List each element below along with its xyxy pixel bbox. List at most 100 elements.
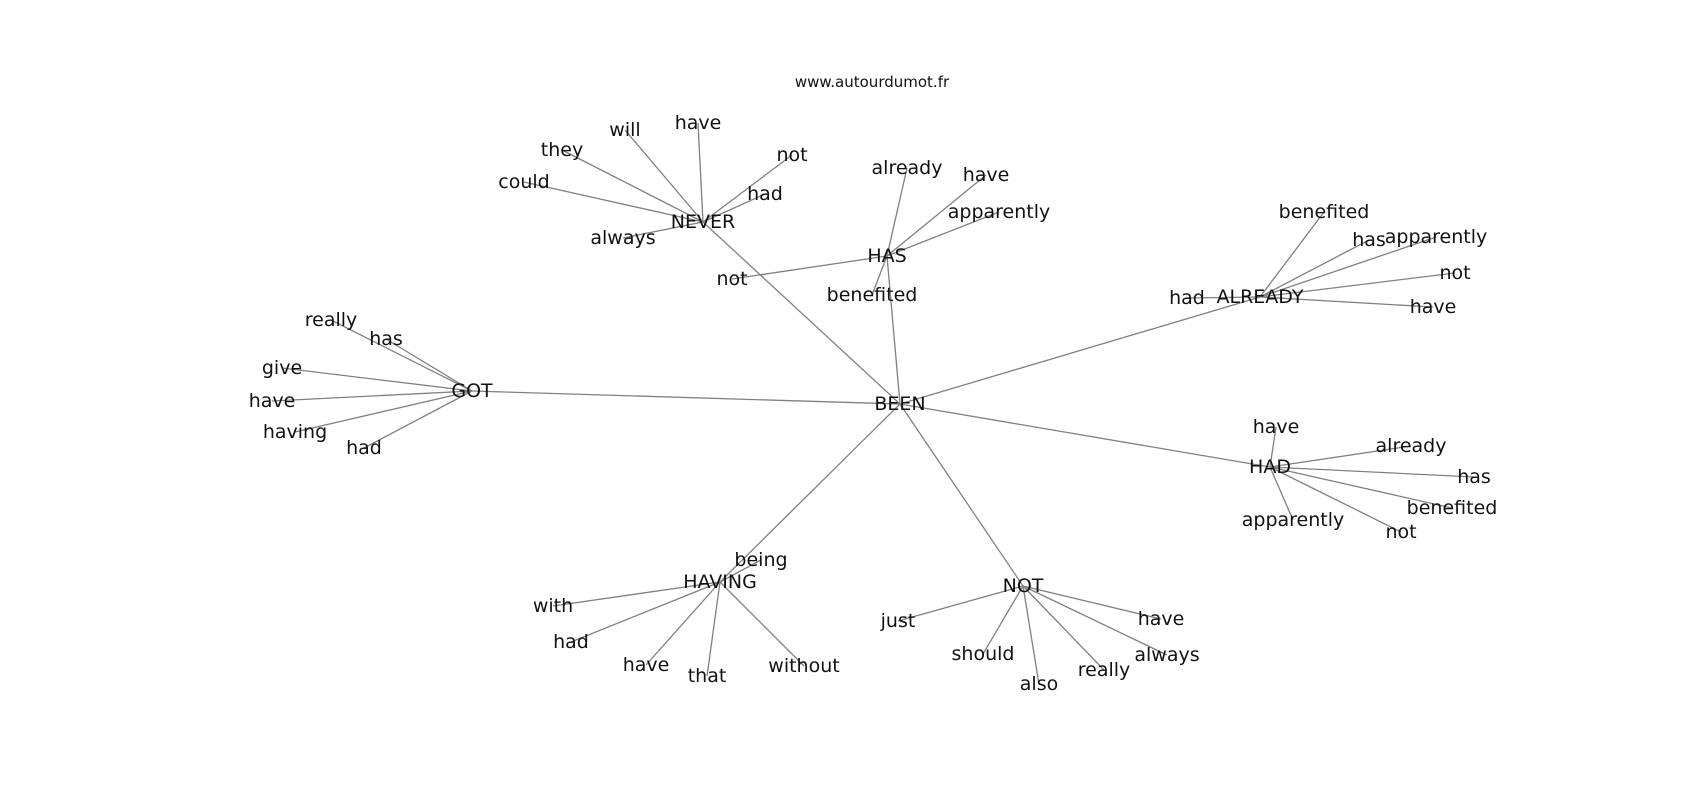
node-already-has[interactable]: has: [1352, 229, 1386, 251]
node-had-not[interactable]: not: [1385, 521, 1416, 543]
node-had-already[interactable]: already: [1376, 435, 1447, 457]
node-not-should[interactable]: should: [952, 643, 1015, 665]
node-having-being[interactable]: being: [734, 549, 787, 571]
node-having-had[interactable]: had: [553, 631, 589, 653]
edge-having-that: [706, 581, 721, 677]
node-has-benefited[interactable]: benefited: [827, 284, 918, 306]
edge-not-always: [1022, 585, 1168, 656]
edge-never-could: [523, 181, 704, 223]
edge-never-have: [697, 122, 704, 223]
edge-not-have: [1022, 585, 1162, 620]
node-got-has[interactable]: has: [369, 328, 403, 350]
node-never-they[interactable]: they: [541, 139, 583, 161]
node-has-have[interactable]: have: [963, 164, 1010, 186]
node-hub-got[interactable]: GOT: [451, 380, 493, 402]
edge-has-apparently: [886, 211, 1000, 257]
edge-been-already: [899, 296, 1261, 405]
node-got-really[interactable]: really: [305, 309, 358, 331]
edge-got-having: [294, 390, 473, 433]
edge-had-has: [1269, 466, 1475, 478]
edge-had-not: [1269, 466, 1402, 533]
node-already-benefited[interactable]: benefited: [1279, 201, 1370, 223]
edge-has-benefited: [871, 255, 888, 296]
edge-got-had: [363, 390, 473, 449]
node-hub-has[interactable]: HAS: [867, 245, 906, 267]
edge-already-had: [1186, 296, 1261, 299]
edge-already-has: [1259, 239, 1370, 298]
node-never-could[interactable]: could: [498, 171, 549, 193]
node-already-apparently[interactable]: apparently: [1385, 226, 1488, 248]
edge-been-had: [899, 403, 1271, 468]
edge-having-without: [719, 581, 805, 667]
edge-got-give: [281, 367, 473, 392]
edge-never-will: [624, 129, 704, 223]
edge-has-not: [731, 255, 888, 280]
node-not-have[interactable]: have: [1138, 608, 1185, 630]
edge-not-should: [982, 585, 1024, 655]
node-already-not[interactable]: not: [1439, 262, 1470, 284]
node-got-give[interactable]: give: [262, 357, 302, 379]
node-never-will[interactable]: will: [609, 119, 640, 141]
edge-had-apparently: [1269, 466, 1294, 521]
node-had-apparently[interactable]: apparently: [1242, 509, 1345, 531]
node-hub-had[interactable]: HAD: [1249, 456, 1291, 478]
node-got-had[interactable]: had: [346, 437, 382, 459]
node-having-have[interactable]: have: [623, 654, 670, 676]
node-has-apparently[interactable]: apparently: [948, 201, 1051, 223]
edge-has-have: [886, 174, 987, 257]
node-having-with[interactable]: with: [533, 595, 573, 617]
edge-been-never: [702, 221, 901, 405]
node-never-have[interactable]: have: [675, 112, 722, 134]
edge-having-have: [645, 581, 721, 666]
node-had-have[interactable]: have: [1253, 416, 1300, 438]
node-hub-not[interactable]: NOT: [1003, 575, 1044, 597]
edge-having-being: [719, 559, 762, 583]
node-has-not[interactable]: not: [716, 268, 747, 290]
node-had-benefited[interactable]: benefited: [1407, 497, 1498, 519]
edge-had-have: [1269, 426, 1277, 468]
node-got-have[interactable]: have: [249, 390, 296, 412]
edge-having-had: [570, 581, 721, 643]
edge-been-not: [899, 403, 1024, 587]
edge-already-not: [1259, 272, 1456, 298]
edge-had-already: [1269, 445, 1412, 468]
node-center[interactable]: BEEN: [874, 393, 925, 415]
node-not-just[interactable]: just: [880, 610, 916, 632]
edge-been-having: [719, 403, 901, 583]
graph-edges: [271, 122, 1475, 685]
source-watermark: www.autourdumot.fr: [795, 73, 950, 91]
node-has-already[interactable]: already: [872, 157, 943, 179]
edge-never-not: [702, 154, 793, 223]
node-hub-never[interactable]: NEVER: [671, 211, 735, 233]
node-having-without[interactable]: without: [768, 655, 839, 677]
edge-having-with: [552, 581, 721, 607]
edge-been-got: [471, 390, 901, 405]
edge-not-just: [897, 585, 1024, 622]
node-already-have[interactable]: have: [1410, 296, 1457, 318]
node-hub-already[interactable]: ALREADY: [1217, 286, 1304, 308]
node-not-always[interactable]: always: [1134, 644, 1199, 666]
edge-already-have: [1259, 296, 1434, 308]
edge-has-already: [886, 167, 908, 257]
node-never-always[interactable]: always: [590, 227, 655, 249]
node-got-having[interactable]: having: [263, 421, 327, 443]
edge-got-really: [330, 319, 473, 392]
node-already-had[interactable]: had: [1169, 287, 1205, 309]
edge-never-they: [561, 149, 704, 223]
edge-not-also: [1022, 585, 1040, 685]
node-had-has[interactable]: has: [1457, 466, 1491, 488]
node-not-really[interactable]: really: [1078, 659, 1131, 681]
edge-already-benefited: [1259, 211, 1325, 298]
node-hub-having[interactable]: HAVING: [683, 571, 757, 593]
edge-not-really: [1022, 585, 1105, 671]
node-not-also[interactable]: also: [1020, 673, 1058, 695]
node-never-not[interactable]: not: [776, 144, 807, 166]
node-having-that[interactable]: that: [688, 665, 727, 687]
node-never-had[interactable]: had: [747, 183, 783, 205]
edge-had-benefited: [1269, 466, 1453, 509]
edge-never-had: [702, 193, 766, 223]
edge-already-apparently: [1259, 236, 1437, 298]
edge-never-always: [622, 221, 704, 239]
